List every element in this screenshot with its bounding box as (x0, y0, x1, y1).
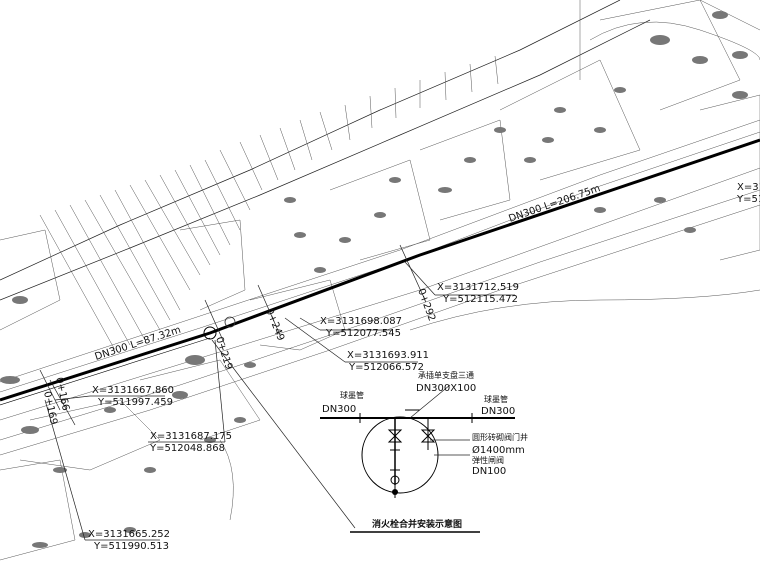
left-pipe-label: 球墨管 (340, 390, 364, 400)
coordinate-leaders (44, 261, 515, 541)
valve-size: DN100 (472, 466, 506, 477)
vegetation-symbols (0, 11, 748, 548)
main-water-pipe (0, 138, 760, 406)
well-label: 圆形砖砌阀门井 (472, 432, 528, 442)
coordinate-y: Y=512077.545 (325, 328, 401, 339)
coordinate-x: X=31 (737, 182, 760, 193)
station-label: 0+169 (41, 390, 59, 425)
detail-title: 消火栓合并安装示意图 (372, 518, 462, 530)
coordinate-block: X=3131693.911 Y=512066.572 (347, 350, 429, 373)
station-label: 0+292 (415, 287, 437, 323)
station-label: 0+249 (263, 307, 286, 342)
left-pipe-size: DN300 (322, 404, 356, 415)
coordinate-block: X=3131665.252 Y=511990.513 (88, 529, 170, 552)
coordinate-y: Y=512115.472 (442, 294, 518, 305)
coordinate-y: Y=511990.513 (93, 541, 169, 552)
coordinate-y: Y=512048.868 (149, 443, 225, 454)
station-markers (39, 244, 426, 426)
coordinate-x: X=3131665.252 (88, 529, 170, 540)
well-size: Ø1400mm (472, 444, 525, 456)
coordinate-x: X=3131693.911 (347, 350, 429, 361)
right-pipe-size: DN300 (481, 406, 515, 417)
coordinate-x: X=3131667.860 (92, 385, 174, 396)
tee-label: 承插单支盘三通 (418, 370, 474, 380)
hydrant-detail (211, 339, 515, 533)
coordinate-y: Y=51 (736, 194, 760, 205)
coordinate-block: X=3131698.087 Y=512077.545 (320, 316, 402, 339)
coordinate-x: X=3131698.087 (320, 316, 402, 327)
coordinate-y: Y=511997.459 (97, 397, 173, 408)
coordinate-y: Y=512066.572 (348, 362, 424, 373)
coordinate-x: X=3131687.175 (150, 431, 232, 442)
valve-label: 弹性闸阀 (472, 455, 504, 465)
coordinate-block-edge: X=31 Y=51 (736, 182, 760, 205)
coordinate-block: X=3131687.175 Y=512048.868 (149, 431, 232, 454)
coordinate-block: X=3131667.860 Y=511997.459 (92, 385, 174, 408)
pipe-label-upper: DN300 L=206.75m (507, 183, 601, 225)
coordinate-x: X=3131712.519 (437, 282, 519, 293)
right-pipe-label: 球墨管 (484, 394, 508, 404)
tee-size: DN300X100 (416, 383, 476, 394)
coordinate-block: X=3131712.519 Y=512115.472 (437, 282, 519, 305)
